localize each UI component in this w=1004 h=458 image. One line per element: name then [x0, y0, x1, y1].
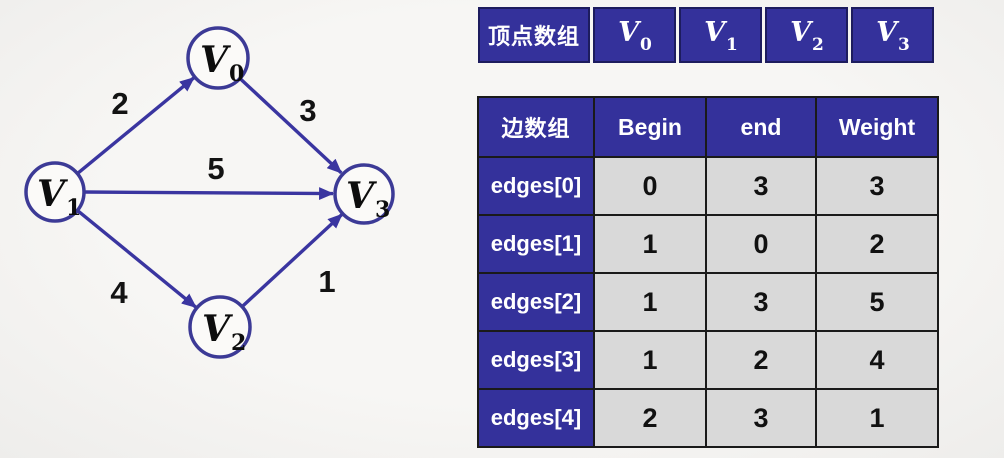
vertex-cell-v3-label: V: [876, 17, 898, 49]
node-label-v2: V2: [202, 308, 246, 356]
node-label-v0: V0: [200, 39, 244, 87]
table-row-edges1: edges[1] 1 0 2: [477, 214, 939, 274]
row-label: edges[4]: [477, 388, 595, 448]
row-label: edges[1]: [477, 214, 595, 274]
edge-weight-label-v1-v3: 5: [207, 151, 224, 186]
cell-begin: 0: [593, 156, 707, 216]
graph-diagram: 2 3 5 4 1 V0 V1 V2 V3: [24, 26, 395, 359]
row-label: edges[2]: [477, 272, 595, 332]
vertex-cell-v1: V1: [679, 7, 762, 63]
cell-end: 3: [705, 156, 817, 216]
vertex-cell-v2: V2: [765, 7, 848, 63]
table-row-edges4: edges[4] 2 3 1: [477, 388, 939, 448]
table-row-edges0: edges[0] 0 3 3: [477, 156, 939, 216]
edge-v1-v3: [83, 187, 335, 200]
vertex-cell-v0-sub: 0: [640, 34, 652, 55]
cell-end: 3: [705, 272, 817, 332]
edge-weight-label-v1-v2: 4: [110, 275, 128, 310]
cell-end: 3: [705, 388, 817, 448]
vertex-cell-v1-sub: 1: [726, 34, 738, 55]
cell-weight: 3: [815, 156, 939, 216]
vertex-array-table: 顶点数组 V0 V1 V2 V3: [478, 7, 934, 63]
edge-weight-label-v1-v0: 2: [111, 86, 128, 121]
table-row-edges3: edges[3] 1 2 4: [477, 330, 939, 390]
edge-weight-label-v0-v3: 3: [299, 93, 316, 128]
node-label-v1: V1: [37, 173, 81, 221]
cell-end: 0: [705, 214, 817, 274]
cell-begin: 1: [593, 214, 707, 274]
cell-weight: 1: [815, 388, 939, 448]
edge-weight-label-v2-v3: 1: [318, 264, 335, 299]
vertex-cell-v2-label: V: [790, 17, 812, 49]
node-v2: [188, 295, 252, 359]
node-v1: [24, 161, 86, 223]
table-row-edges2: edges[2] 1 3 5: [477, 272, 939, 332]
node-v3: [333, 163, 395, 225]
edge-v1-v2: [76, 209, 198, 309]
edge-array-header: 边数组: [477, 96, 595, 158]
column-header-begin: Begin: [593, 96, 707, 158]
vertex-cell-v1-label: V: [704, 17, 726, 49]
cell-weight: 4: [815, 330, 939, 390]
vertex-cell-v3: V3: [851, 7, 934, 63]
node-v0: [186, 26, 250, 90]
vertex-cell-v3-sub: 3: [898, 34, 910, 55]
cell-begin: 1: [593, 272, 707, 332]
cell-begin: 2: [593, 388, 707, 448]
cell-weight: 5: [815, 272, 939, 332]
cell-begin: 1: [593, 330, 707, 390]
cell-end: 2: [705, 330, 817, 390]
edge-table-header-row: 边数组 Begin end Weight: [477, 96, 939, 158]
edge-array-table: 边数组 Begin end Weight edges[0] 0 3 3 edge…: [477, 96, 939, 448]
column-header-end: end: [705, 96, 817, 158]
column-header-weight: Weight: [815, 96, 939, 158]
vertex-cell-v0-label: V: [618, 17, 640, 49]
row-label: edges[3]: [477, 330, 595, 390]
row-label: edges[0]: [477, 156, 595, 216]
vertex-cell-v2-sub: 2: [812, 34, 824, 55]
vertex-cell-v0: V0: [593, 7, 676, 63]
edge-v2-v3: [241, 213, 344, 308]
edge-v1-v0: [76, 76, 196, 175]
cell-weight: 2: [815, 214, 939, 274]
edge-v0-v3: [239, 77, 343, 175]
node-label-v3: V3: [346, 175, 390, 223]
vertex-array-header: 顶点数组: [478, 7, 590, 63]
